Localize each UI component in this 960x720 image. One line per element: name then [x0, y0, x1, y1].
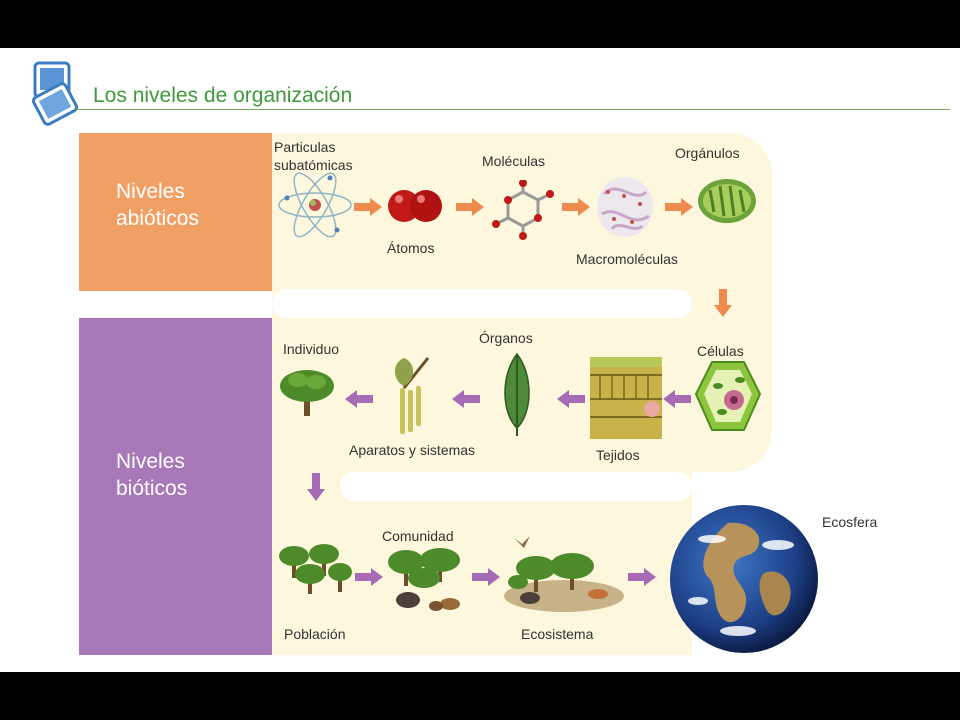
label-ecosistema: Ecosistema [521, 626, 594, 642]
population-trees-icon [279, 544, 352, 594]
label-organos: Órganos [479, 330, 533, 346]
earth-globe-icon [670, 505, 818, 653]
label-macromoleculas: Macromoléculas [576, 251, 678, 267]
slide-logo-icon [31, 61, 79, 126]
label-aparatos: Aparatos y sistemas [349, 442, 476, 458]
biotic-band [79, 318, 272, 655]
ecosystem-icon [504, 536, 624, 612]
label-poblacion: Población [284, 626, 346, 642]
organ-leaf-icon [504, 352, 530, 436]
arrow-8-icon [345, 390, 373, 408]
page-title: Los niveles de organización [93, 84, 353, 107]
biotic-band-label: Niveles bióticos [116, 450, 188, 500]
arrow-down-purple-icon [307, 473, 325, 501]
arrow-1-icon [354, 198, 382, 216]
tissue-icon [590, 357, 662, 439]
abiotic-band-label: Niveles abióticos [116, 180, 199, 230]
abiotic-band [79, 133, 272, 291]
organ-system-branch-icon [394, 357, 430, 434]
arrow-2-icon [456, 198, 484, 216]
label-ecosfera: Ecosfera [822, 514, 878, 530]
subatomic-particles-icon [278, 172, 352, 238]
label-organulos: Orgánulos [675, 145, 740, 161]
arrow-9-icon [355, 568, 383, 586]
arrow-5-icon [663, 390, 691, 408]
arrow-10-icon [472, 568, 500, 586]
label-particulas: Particulas subatómicas [274, 139, 353, 173]
arrow-11-icon [628, 568, 656, 586]
individual-tree-icon [280, 370, 334, 416]
atoms-icon [388, 190, 442, 222]
arrow-down-orange-icon [714, 289, 732, 317]
arrow-7-icon [452, 390, 480, 408]
macromolecule-icon [597, 177, 653, 237]
cell-icon [694, 361, 762, 431]
arrow-4-icon [665, 198, 693, 216]
label-comunidad: Comunidad [382, 528, 454, 544]
molecule-icon [492, 180, 554, 240]
community-icon [388, 548, 460, 611]
label-individuo: Individuo [283, 341, 340, 357]
label-celulas: Células [697, 343, 744, 359]
title-divider [75, 109, 950, 110]
arrow-6-icon [557, 390, 585, 408]
label-atomos: Átomos [387, 240, 435, 256]
label-moleculas: Moléculas [482, 153, 546, 169]
organelle-icon [698, 179, 756, 223]
arrow-3-icon [562, 198, 590, 216]
label-tejidos: Tejidos [596, 447, 640, 463]
